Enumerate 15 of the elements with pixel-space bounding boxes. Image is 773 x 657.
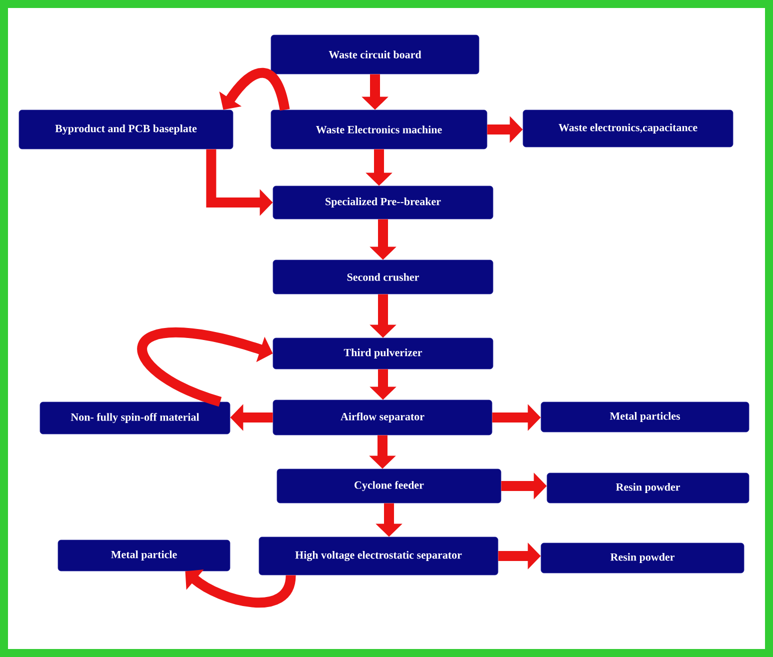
process-box: Non- fully spin-off material (40, 402, 230, 434)
process-box: Second crusher (272, 260, 494, 294)
process-box: Resin powder (540, 542, 744, 574)
process-box: Waste electronics,capacitance (522, 110, 734, 148)
process-box: Metal particles (540, 402, 750, 432)
process-box: Waste circuit board (270, 34, 480, 74)
process-box: Byproduct and PCB baseplate (18, 110, 234, 150)
process-box: Waste Electronics machine (270, 110, 488, 150)
process-box: High voltage electrostatic separator (258, 536, 498, 576)
process-box: Cyclone feeder (276, 468, 502, 504)
process-box: Metal particle (58, 540, 230, 572)
process-box: Specialized Pre--breaker (272, 186, 494, 220)
process-box: Third pulverizer (272, 338, 494, 370)
process-box: Airflow separator (272, 400, 492, 436)
process-box: Resin powder (546, 472, 750, 504)
